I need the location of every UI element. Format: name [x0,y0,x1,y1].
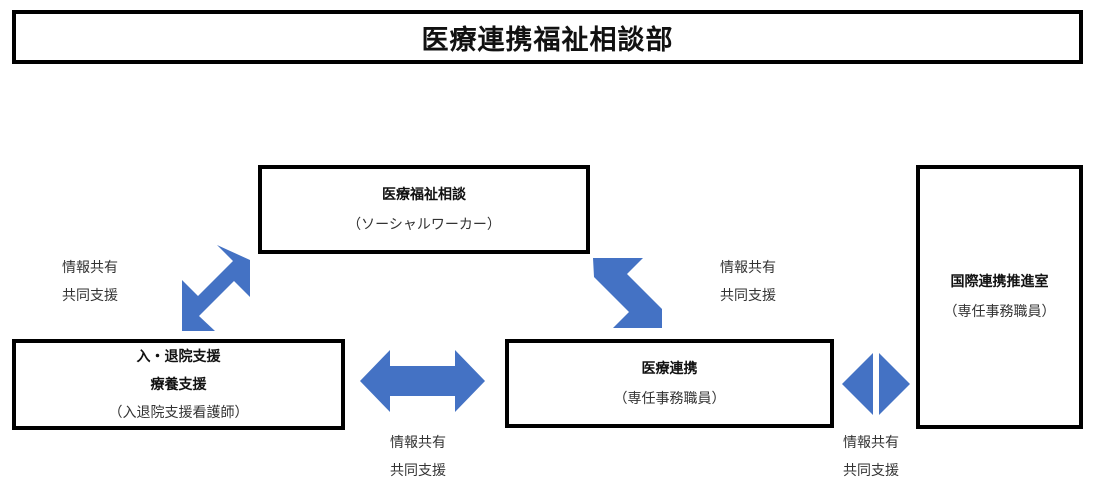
node-international-subtitle: （専任事務職員） [943,304,1056,320]
title-banner: 医療連携福祉相談部 [12,10,1083,64]
node-social-work-subtitle: （ソーシャルワーカー） [347,216,501,233]
label-upper-right-line2: 共同支援 [720,288,776,304]
arrow-medical-international-right [879,353,910,415]
node-social-work-title: 医療福祉相談 [382,186,466,203]
node-discharge-support: 入・退院支援 療養支援 （入退院支援看護師） [12,339,345,430]
node-international-title: 国際連携推進室 [950,274,1049,290]
label-upper-left-line2: 共同支援 [62,288,118,304]
node-medical-coop: 医療連携 （専任事務職員） [505,339,834,428]
node-medical-coop-title: 医療連携 [641,360,698,377]
label-upper-right-line1: 情報共有 [720,260,776,276]
node-international: 国際連携推進室 （専任事務職員） [916,165,1083,429]
label-upper-right: 情報共有 共同支援 [720,254,776,310]
arrow-discharge-medical [360,350,485,412]
label-bottom-middle: 情報共有 共同支援 [390,429,446,485]
label-bottom-middle-line2: 共同支援 [390,463,446,479]
node-discharge-subtitle: （入退院支援看護師） [108,404,249,421]
node-discharge-title-line1: 入・退院支援 [136,348,221,365]
node-medical-coop-subtitle: （専任事務職員） [613,390,726,407]
label-bottom-middle-line1: 情報共有 [390,435,446,451]
page-title: 医療連携福祉相談部 [421,24,674,56]
arrow-social-discharge [182,245,250,331]
label-bottom-right: 情報共有 共同支援 [843,429,899,485]
label-upper-left-line1: 情報共有 [62,260,118,276]
label-bottom-right-line2: 共同支援 [843,463,899,479]
label-upper-left: 情報共有 共同支援 [62,254,118,310]
label-bottom-right-line1: 情報共有 [843,435,899,451]
node-social-work: 医療福祉相談 （ソーシャルワーカー） [258,165,590,254]
arrow-social-medical [593,258,662,328]
node-discharge-title-line2: 療養支援 [150,376,207,393]
arrow-medical-international [842,353,873,415]
